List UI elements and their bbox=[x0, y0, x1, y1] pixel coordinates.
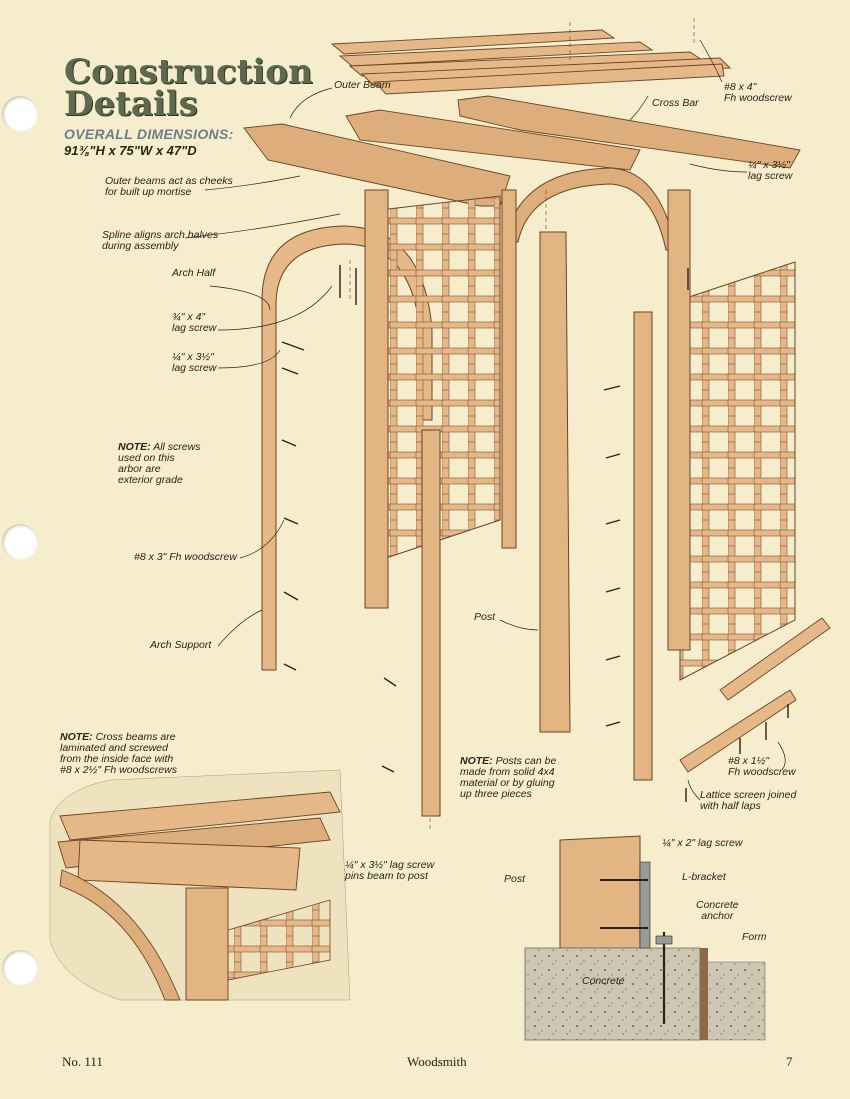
label-concrete: Concrete bbox=[582, 975, 625, 987]
note-text: Cross beams are laminated and screwed fr… bbox=[60, 731, 177, 776]
outer-beams bbox=[243, 95, 801, 207]
anchor-detail-inset bbox=[524, 835, 766, 1041]
label-spline: Spline aligns arch halves during assembl… bbox=[102, 229, 219, 252]
footer-page-number: 7 bbox=[786, 1054, 793, 1069]
punch-hole-middle bbox=[2, 524, 38, 560]
label-cross-bar: Cross Bar bbox=[652, 97, 699, 109]
title-line-1: Construction bbox=[64, 52, 313, 92]
label-post: Post bbox=[474, 611, 496, 623]
label-lag-screw-3q-4: ¾" x 4" lag screw bbox=[172, 311, 217, 334]
note-prefix: NOTE: bbox=[60, 731, 93, 743]
footer-issue-number: No. 111 bbox=[62, 1054, 103, 1069]
label-outer-beam: Outer Beam bbox=[334, 79, 391, 91]
lattice-strips bbox=[679, 617, 831, 773]
punch-hole-bottom bbox=[2, 950, 38, 986]
label-lag-screw-left: ¼" x 3½" lag screw bbox=[172, 351, 217, 374]
dimensions-label: OVERALL DIMENSIONS: bbox=[64, 126, 234, 142]
label-arch-half: Arch Half bbox=[172, 267, 216, 279]
label-lattice-screen: Lattice screen joined with half laps bbox=[700, 789, 797, 812]
label-l-bracket: L-bracket bbox=[682, 871, 726, 883]
label-post-detail: Post bbox=[504, 873, 526, 885]
note-text: Posts can be made from solid 4x4 materia… bbox=[460, 755, 557, 800]
title-line-2: Details bbox=[64, 84, 198, 124]
label-arch-support: Arch Support bbox=[150, 639, 212, 651]
label-woodscrew-8x1half: #8 x 1½" Fh woodscrew bbox=[728, 755, 796, 778]
note-posts: NOTE: Posts can be made from solid 4x4 m… bbox=[460, 756, 556, 800]
label-lag-screw-right: ¼" x 3½" lag screw bbox=[748, 159, 793, 182]
page-title: Construction Details bbox=[64, 55, 313, 121]
label-lag-screw-2: ¼" x 2" lag screw bbox=[662, 837, 743, 849]
label-woodscrew-8x4: #8 x 4" Fh woodscrew bbox=[724, 81, 792, 104]
label-concrete-anchor: Concrete anchor bbox=[696, 899, 739, 922]
note-cross-beams: NOTE: Cross beams are laminated and scre… bbox=[60, 732, 177, 776]
beam-detail-inset bbox=[49, 769, 351, 1001]
label-woodscrew-8x3: #8 x 3" Fh woodscrew bbox=[134, 551, 237, 563]
right-lattice-screen bbox=[679, 261, 796, 681]
label-lag-pins-beam: ¼" x 3½" lag screw pins beam to post bbox=[345, 859, 435, 882]
assembly-lines bbox=[349, 18, 695, 830]
note-prefix: NOTE: bbox=[460, 755, 493, 767]
dimensions-value: 91⅜"H x 75"W x 47"D bbox=[64, 143, 197, 158]
screws bbox=[281, 265, 789, 802]
label-form: Form bbox=[742, 931, 767, 943]
note-exterior-screws: NOTE: All screws used on this arbor are … bbox=[118, 442, 200, 486]
label-outer-beams-cheeks: Outer beams act as cheeks for built up m… bbox=[105, 175, 233, 198]
note-text: All screws used on this arbor are exteri… bbox=[118, 441, 201, 486]
posts bbox=[364, 189, 691, 817]
footer-publication: Woodsmith bbox=[407, 1054, 467, 1069]
rear-arch bbox=[504, 167, 677, 251]
note-prefix: NOTE: bbox=[118, 441, 151, 453]
top-cross-bars bbox=[330, 29, 732, 95]
punch-hole-top bbox=[2, 96, 38, 132]
